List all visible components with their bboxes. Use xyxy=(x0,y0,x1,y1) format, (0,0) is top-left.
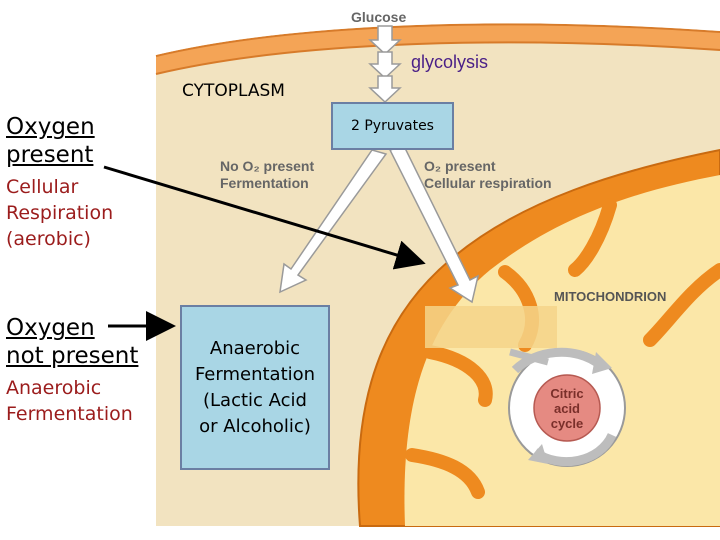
cell-membrane-edge xyxy=(155,23,720,57)
citric-cycle-arrowhead xyxy=(528,444,548,464)
oxygen-present-sub-2: Respiration xyxy=(6,202,114,224)
o2-line1: O₂ present xyxy=(424,158,496,174)
no-o2-branch-label: No O₂ present Fermentation xyxy=(220,158,314,192)
glycolysis-label: glycolysis xyxy=(411,52,489,72)
oxygen-present-heading-1: Oxygen xyxy=(6,114,95,140)
cytoplasm-label: CYTOPLASM xyxy=(182,81,285,101)
oxygen-present-heading-2: present xyxy=(6,142,94,168)
oxygen-absent-sub-2: Fermentation xyxy=(6,403,133,425)
no-o2-line1: No O₂ present xyxy=(220,158,315,174)
oxygen-present-section: Oxygen present Cellular Respiration (aer… xyxy=(6,113,113,252)
cell-membrane-inner-edge xyxy=(155,41,720,75)
fermentation-line1: Anaerobic xyxy=(209,337,301,359)
glycolysis-arrows xyxy=(368,25,402,104)
fermentation-line2: Fermentation xyxy=(194,363,316,385)
citric-cycle-arrow xyxy=(511,347,603,374)
cell-membrane xyxy=(156,24,720,74)
citric-line2: acid xyxy=(553,401,580,416)
oxygen-present-sub-3: (aerobic) xyxy=(6,228,91,250)
mitochondrion-crista xyxy=(568,198,617,277)
citric-line3: cycle xyxy=(550,416,584,431)
branch-arrow-fermentation xyxy=(279,149,388,294)
fermentation-line3: (Lactic Acid xyxy=(203,389,307,411)
citric-cycle-label: Citric acid cycle xyxy=(540,386,594,431)
mitochondrion-crista xyxy=(643,263,720,347)
fermentation-line4: or Alcoholic) xyxy=(199,415,311,437)
cycle-entry-arrow xyxy=(509,348,549,366)
glucose-label: Glucose xyxy=(351,9,407,25)
branch-arrow-respiration xyxy=(388,145,480,304)
mitochondrion-crista xyxy=(405,448,485,499)
citric-line1: Citric xyxy=(550,386,584,401)
citric-cycle-core xyxy=(533,374,601,442)
highlight-patch xyxy=(425,306,557,348)
pointer-arrow-aerobic xyxy=(103,165,426,270)
oxygen-absent-section: Oxygen not present Anaerobic Fermentatio… xyxy=(6,314,138,427)
extracellular-space xyxy=(156,0,720,55)
mitochondrion-label: MITOCHONDRION xyxy=(554,289,667,304)
citric-cycle-arrowhead xyxy=(592,352,612,374)
fermentation-box: Anaerobic Fermentation (Lactic Acid or A… xyxy=(180,305,330,470)
no-o2-line2: Fermentation xyxy=(220,175,309,191)
oxygen-absent-heading-1: Oxygen xyxy=(6,315,95,341)
oxygen-absent-heading-2: not present xyxy=(6,343,139,369)
oxygen-present-sub-1: Cellular xyxy=(6,176,79,198)
pyruvates-label: 2 Pyruvates xyxy=(351,118,434,134)
o2-branch-label: O₂ present Cellular respiration xyxy=(424,158,552,192)
mitochondrion-crista xyxy=(423,345,493,407)
pyruvates-box: 2 Pyruvates xyxy=(331,102,454,150)
oxygen-absent-sub-1: Anaerobic xyxy=(6,377,102,399)
o2-line2: Cellular respiration xyxy=(424,175,552,191)
